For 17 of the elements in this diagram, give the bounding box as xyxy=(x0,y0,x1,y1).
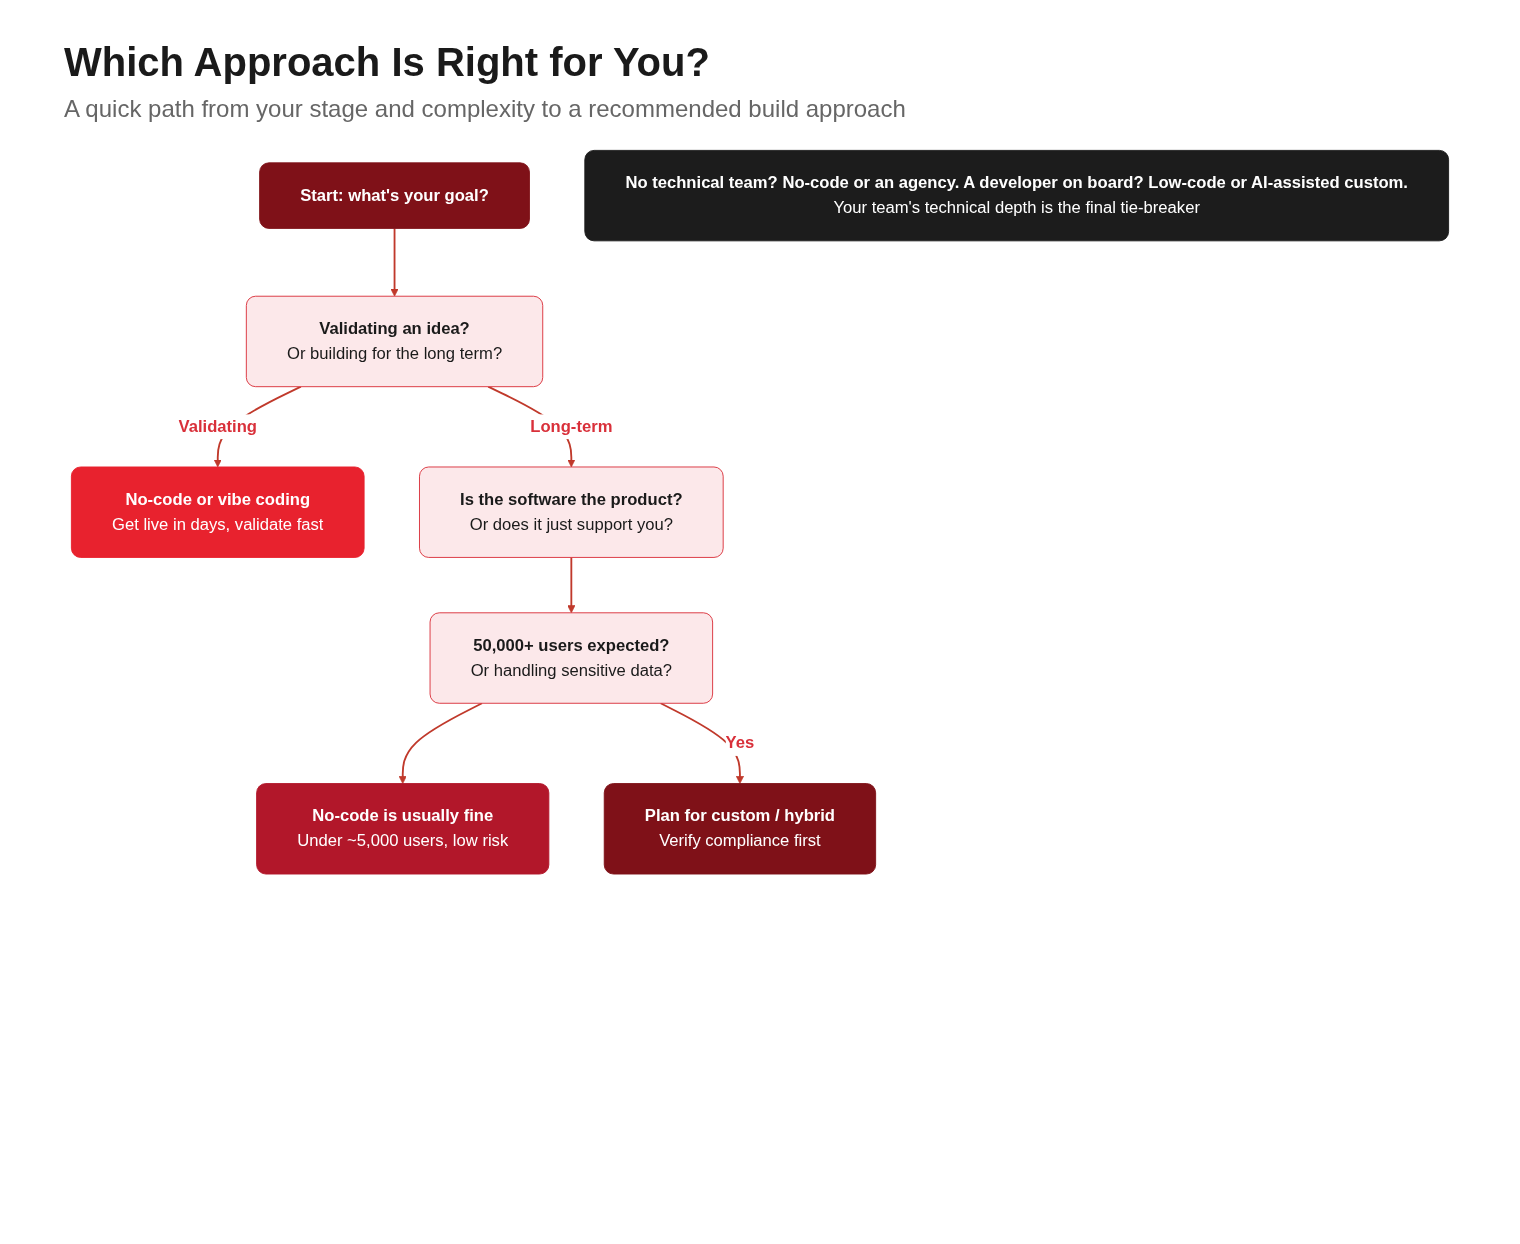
arrow xyxy=(659,702,744,784)
caption: A quick path from your stage and complexity to a recommended build approach xyxy=(64,95,907,123)
node-box: Plan for custom / hybrid Verify compliance first xyxy=(603,783,877,875)
node-box: Start: what's your goal? xyxy=(259,162,530,229)
arrow xyxy=(390,227,399,297)
node-box: No-code or vibe coding Get live in days, validate fast xyxy=(70,466,365,558)
edge-label: Yes xyxy=(725,733,755,753)
node-box: No-code is usually fine Under ~5,000 users, low risk xyxy=(256,783,550,875)
edge-label: Long-term xyxy=(530,417,613,436)
edge-label: Validating xyxy=(178,417,257,436)
node-box: No technical team? No-code or an agency. A developer on board? Low-code or AI-assisted custom. Your team's technical depth is the final tie-breaker xyxy=(584,149,1450,242)
title: Which Approach Is Right for You? xyxy=(64,40,711,85)
arrow xyxy=(567,556,576,614)
node-box: Validating an idea? Or building for the long term? xyxy=(245,295,544,388)
node-box: Is the software the product? Or does it just support you? xyxy=(419,466,724,558)
arrow xyxy=(398,702,483,784)
node-box: 50,000+ users expected? Or handling sensitive data? xyxy=(429,612,714,704)
